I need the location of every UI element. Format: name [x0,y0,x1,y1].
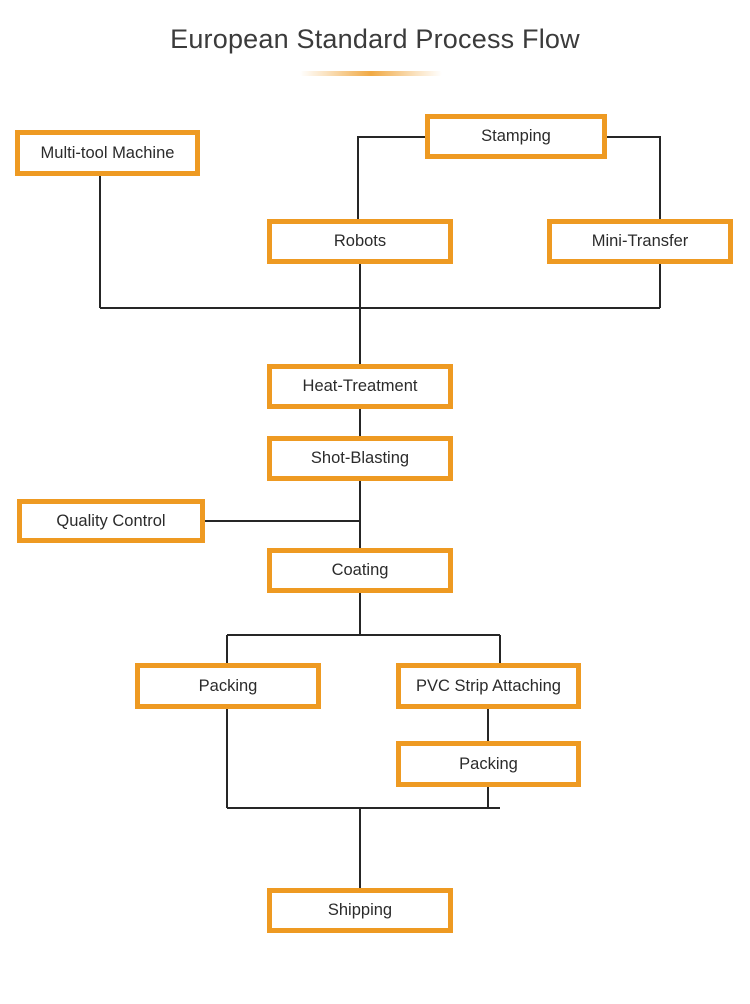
node-quality-control[interactable]: Quality Control [17,499,205,543]
node-packing-left[interactable]: Packing [135,663,321,709]
node-mini-transfer[interactable]: Mini-Transfer [547,219,733,264]
node-label: Packing [198,676,258,695]
title-accent-underline [300,71,442,76]
node-label: Mini-Transfer [591,232,689,251]
node-label: Multi-tool Machine [40,143,175,162]
node-packing-right[interactable]: Packing [396,741,581,787]
page-title: European Standard Process Flow [170,24,580,54]
node-multi-tool-machine[interactable]: Multi-tool Machine [15,130,200,176]
node-heat-treatment[interactable]: Heat-Treatment [267,364,453,409]
node-shipping[interactable]: Shipping [267,888,453,933]
node-coating[interactable]: Coating [267,548,453,593]
edge-stamping-to-mini-transfer [607,136,661,219]
node-robots[interactable]: Robots [267,219,453,264]
node-label: Robots [333,232,387,251]
node-stamping[interactable]: Stamping [425,114,607,159]
node-label: Stamping [481,127,551,146]
node-pvc-strip-attaching[interactable]: PVC Strip Attaching [396,663,581,709]
node-label: Heat-Treatment [302,377,418,396]
node-label: Quality Control [56,511,166,530]
node-label: PVC Strip Attaching [416,676,561,695]
node-label: Packing [459,754,518,773]
node-label: Coating [331,561,389,580]
edge-stamping-to-robots [357,136,425,219]
node-label: Shot-Blasting [310,449,410,468]
node-label: Shipping [327,901,393,920]
node-shot-blasting[interactable]: Shot-Blasting [267,436,453,481]
